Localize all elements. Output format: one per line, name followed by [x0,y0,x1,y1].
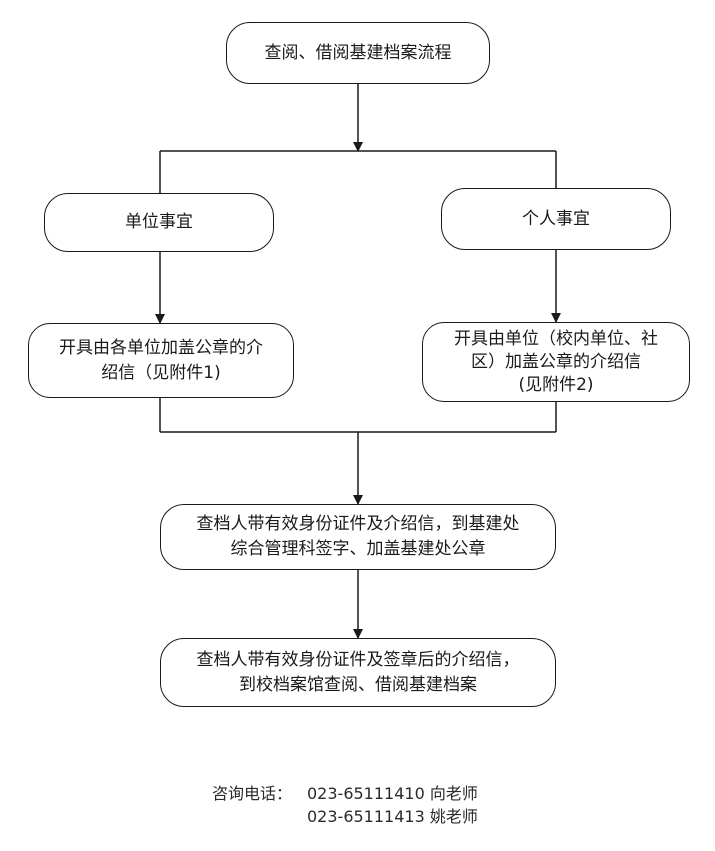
personal-step-text: 开具由单位（校内单位、社 区）加盖公章的介绍信 (见附件2) [454,328,658,395]
final-step-node: 查档人带有效身份证件及签章后的介绍信， 到校档案馆查阅、借阅基建档案 [160,638,556,707]
personal-branch-node: 个人事宜 [441,188,671,250]
personal-step-node: 开具由单位（校内单位、社 区）加盖公章的介绍信 (见附件2) [422,322,690,402]
unit-branch-node: 单位事宜 [44,193,274,252]
contact-phone-2: 023-65111413 姚老师 [307,807,478,826]
personal-branch-text: 个人事宜 [522,208,590,229]
stamp-step-text: 查档人带有效身份证件及介绍信，到基建处 综合管理科签字、加盖基建处公章 [196,514,520,559]
unit-branch-text: 单位事宜 [125,212,193,232]
contact-phone-1: 023-65111410 向老师 [307,784,478,803]
contact-label: 咨询电话： [212,784,293,803]
stamp-step-node: 查档人带有效身份证件及介绍信，到基建处 综合管理科签字、加盖基建处公章 [160,504,556,570]
final-step-text: 查档人带有效身份证件及签章后的介绍信， 到校档案馆查阅、借阅基建档案 [196,649,520,695]
title-text: 查阅、借阅基建档案流程 [264,42,452,63]
title-node: 查阅、借阅基建档案流程 [226,22,490,84]
unit-step-node: 开具由各单位加盖公章的介 绍信（见附件1) [28,323,294,398]
unit-step-text: 开具由各单位加盖公章的介 绍信（见附件1) [59,337,263,383]
